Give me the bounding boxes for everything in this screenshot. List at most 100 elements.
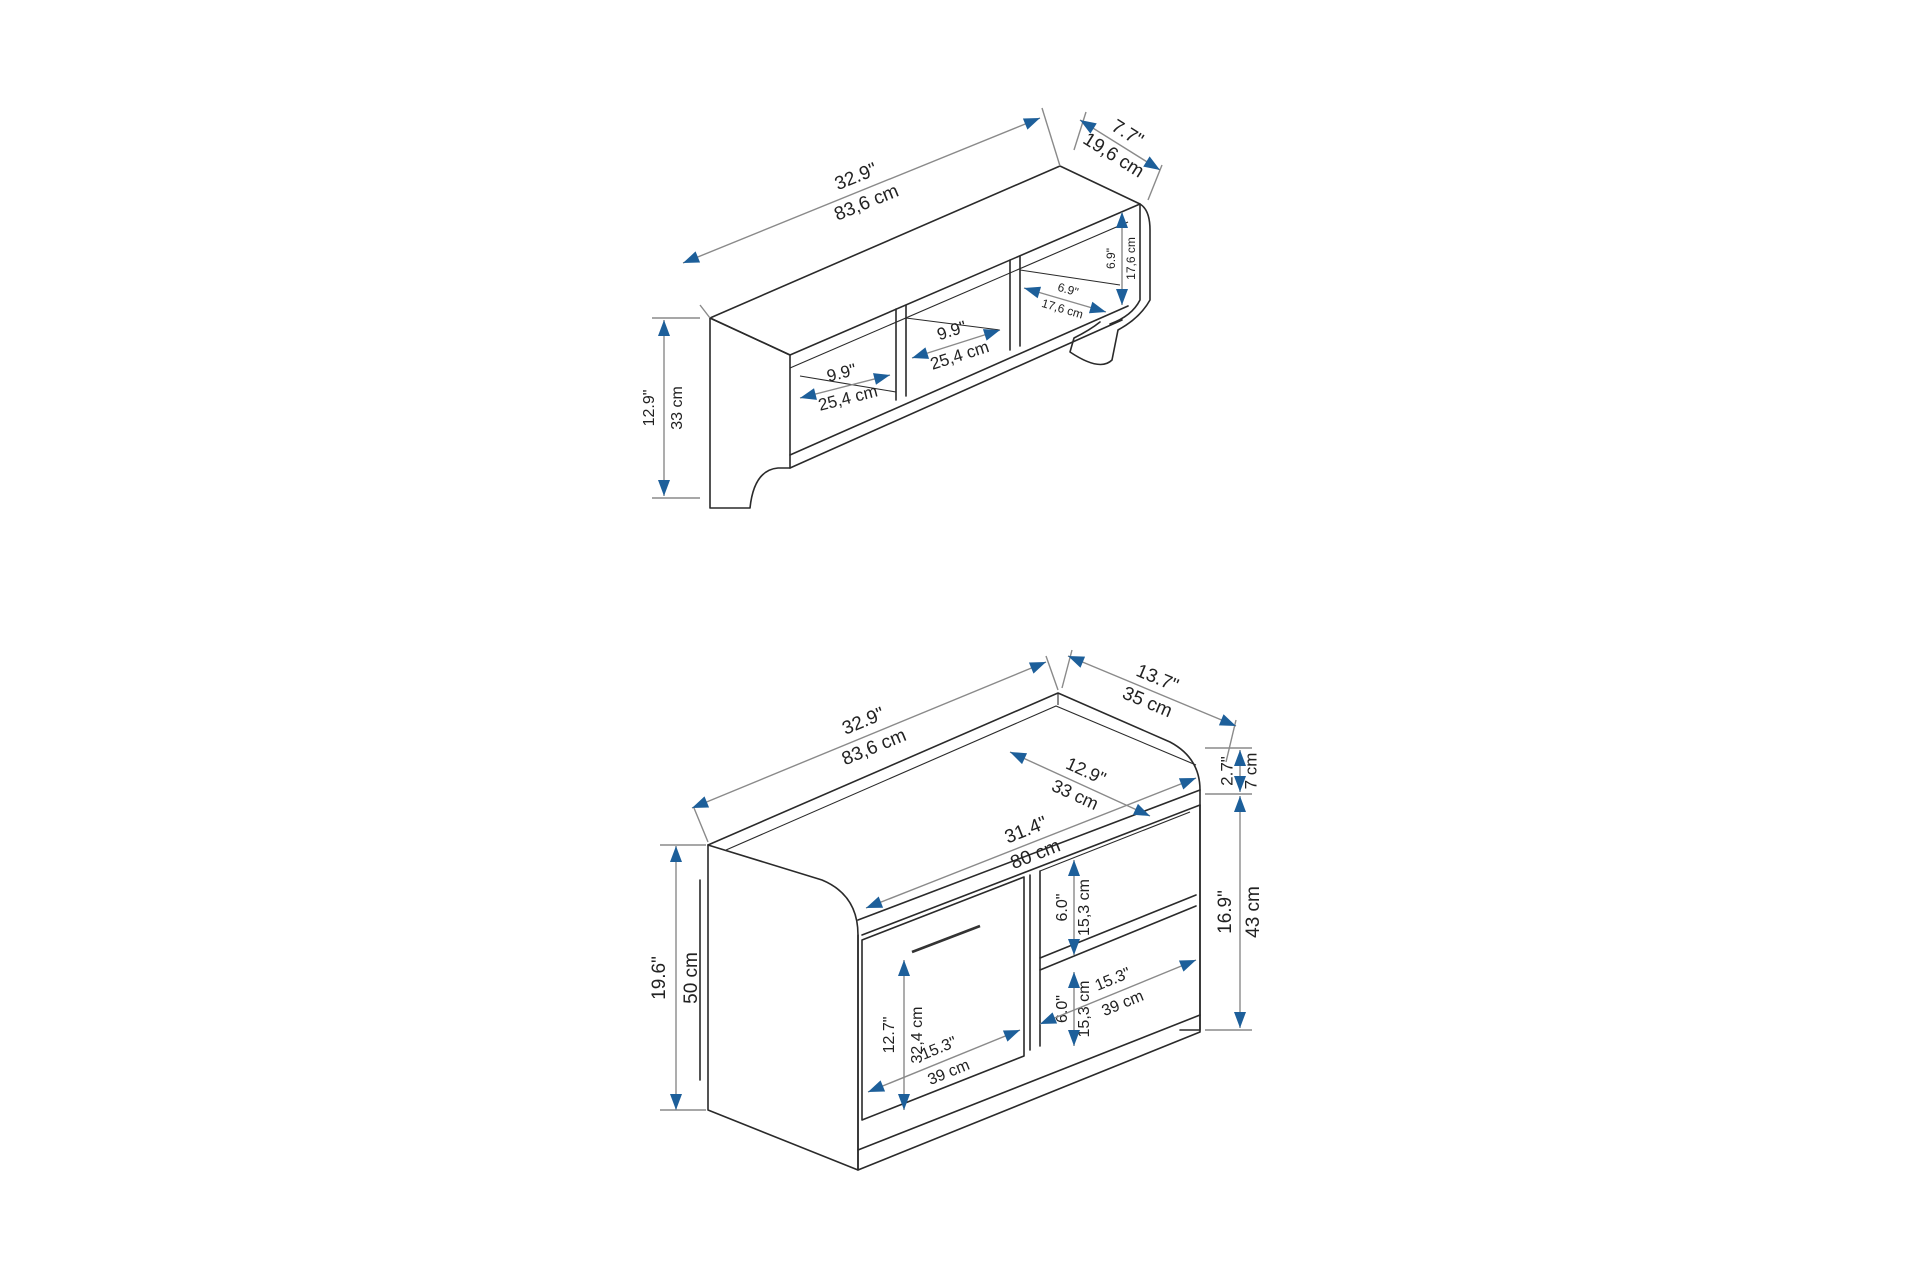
arrow-head	[1022, 118, 1040, 130]
dimension-label-cm: 7 cm	[1241, 753, 1260, 790]
arrow-head	[1178, 960, 1196, 972]
arrow-head	[982, 329, 1000, 341]
dimension-shelf-height: 12.9" 33 cm	[641, 320, 686, 496]
dimension-label-inches: 9.9"	[935, 317, 969, 344]
arrow-head	[1116, 289, 1128, 305]
arrow-head	[1040, 1012, 1058, 1024]
arrow-head	[1068, 1030, 1080, 1046]
wall-shelf	[709, 165, 1151, 509]
extension-line	[1061, 649, 1073, 689]
arrow-head	[1068, 939, 1080, 955]
dimension-bench-side_height: 16.9"43 cm	[1215, 796, 1264, 1028]
shelf-compartment-floor	[799, 269, 1121, 393]
extension-line	[1225, 719, 1237, 763]
bench-middle-shelf	[1039, 894, 1197, 971]
arrow-head	[658, 320, 670, 336]
extension-line	[1041, 107, 1061, 167]
arrow-head	[1218, 714, 1236, 726]
dimension-label-inches: 6.0"	[1054, 894, 1071, 922]
arrow-head	[1234, 796, 1246, 812]
dimension-bench-height: 19.6" 50 cm	[649, 846, 702, 1110]
dimension-label-inches: 6.0"	[1054, 995, 1071, 1023]
shelf-right-panel	[1069, 203, 1151, 366]
shelf-back-line	[789, 221, 1129, 369]
arrow-head	[1028, 662, 1046, 674]
shoe-bench	[699, 692, 1201, 1171]
dimension-label-inches: 19.6"	[649, 956, 670, 1000]
dimension-shelf-compartment_width_middle: 9.9"25,4 cm	[911, 317, 1001, 374]
dimension-bench-shelf_width: 15.3"39 cm	[1039, 959, 1197, 1025]
arrow-head	[670, 1094, 682, 1110]
dimension-line	[867, 1029, 1021, 1093]
arrow-head	[1234, 750, 1246, 766]
bench-divider	[1029, 870, 1041, 1051]
arrow-head	[1024, 286, 1042, 299]
dimension-bench-depth: 13.7"35 cm	[1067, 655, 1237, 727]
extension-line	[1045, 655, 1059, 691]
shelf-left-panel	[709, 317, 791, 356]
dimension-line	[1067, 655, 1237, 727]
shelf-divider-left	[895, 304, 907, 401]
arrow-head	[1178, 778, 1196, 790]
arrow-head	[1002, 1030, 1020, 1042]
arrow-head	[800, 388, 817, 400]
arrow-head	[1068, 860, 1080, 876]
bench-bottom-rail	[857, 1014, 1201, 1151]
dimension-label-cm: 43 cm	[1243, 886, 1264, 938]
arrow-head	[658, 480, 670, 496]
shelf-top	[709, 165, 1141, 356]
dimension-label-cm: 33 cm	[669, 386, 686, 430]
arrow-head	[1234, 776, 1246, 792]
arrow-head	[866, 896, 884, 908]
dimension-line	[691, 661, 1047, 809]
arrow-head	[692, 796, 710, 808]
dimension-label-inches: 12.9"	[641, 390, 658, 427]
dimension-label-inches: 15.3"	[1093, 965, 1134, 995]
bench-left-panel	[707, 844, 859, 1171]
arrow-head	[1234, 1012, 1246, 1028]
dimension-shelf-compartment_width: 9.9"25,4 cm	[799, 360, 891, 415]
dimension-label-cm: 39 cm	[1099, 988, 1146, 1020]
dimension-label-inches: 6.9"	[1104, 248, 1118, 269]
bench-top-inner	[725, 705, 1197, 851]
arrow-head	[1116, 212, 1128, 228]
arrow-head	[1088, 301, 1106, 314]
dimension-label-cm: 17,6 cm	[1124, 237, 1138, 280]
arrow-head	[873, 373, 890, 385]
extension-line	[1073, 111, 1087, 151]
arrow-head	[1010, 752, 1028, 765]
arrow-head	[898, 1094, 910, 1110]
bench-inner-back	[1039, 693, 1191, 872]
arrow-head	[1132, 803, 1150, 816]
bench-door-handle	[911, 924, 981, 954]
bench-door	[861, 876, 1025, 1121]
arrow-head	[868, 1080, 886, 1092]
shelf-bottom-rail	[789, 305, 1129, 469]
shelf-right-inner-edge	[1109, 203, 1141, 325]
dimension-label-inches: 12.7"	[881, 1017, 898, 1054]
dimension-bench-door_height: 12.7"32,4 cm	[881, 960, 926, 1110]
bench-front-frame	[857, 804, 1201, 1171]
arrow-head	[683, 251, 701, 263]
extension-line	[699, 304, 711, 319]
arrow-head	[670, 846, 682, 862]
dimension-label-inches: 9.9"	[825, 360, 858, 386]
shelf-front-face	[709, 317, 791, 509]
extension-line	[693, 807, 709, 843]
dimension-label-cm: 39 cm	[925, 1057, 972, 1089]
dimension-line	[682, 117, 1041, 264]
arrow-head	[1068, 656, 1086, 668]
arrow-head	[1068, 972, 1080, 988]
extension-line	[1147, 164, 1163, 201]
dimension-label-cm: 15,3 cm	[1076, 981, 1093, 1038]
arrow-head	[1143, 156, 1160, 170]
shelf-divider-right	[1009, 255, 1021, 351]
arrow-head	[898, 960, 910, 976]
dimension-bench-inner_width: 31.4"80 cm	[865, 777, 1197, 909]
arrow-head	[1080, 120, 1097, 134]
dimension-label-inches: 2.7"	[1217, 756, 1236, 786]
dimension-label-cm: 50 cm	[681, 952, 702, 1004]
